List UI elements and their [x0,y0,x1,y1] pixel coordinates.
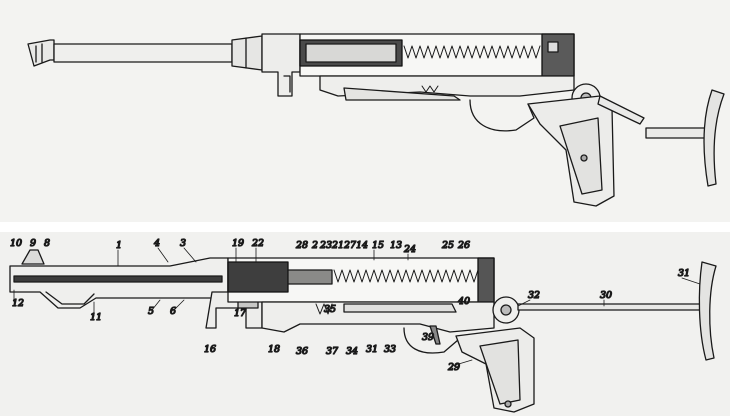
callout-24: 24 [403,244,416,255]
callout-3: 3 [180,238,186,249]
callout-8: 8 [44,238,50,249]
end-cap-latch [547,41,559,53]
front-sight [21,249,45,265]
stock-rod [517,303,705,311]
recoil-spring [333,269,479,283]
callout-35: 35 [324,304,336,315]
callout-34: 34 [346,346,358,357]
callout-28: 28 [295,240,308,251]
leader-lines [13,247,701,367]
callout-1: 1 [116,240,122,251]
callout-9: 9 [30,238,36,249]
callouts: 10 9 8 1 4 3 19 22 28 2 23 21 27 14 15 1… [9,237,690,373]
callout-16: 16 [204,344,216,355]
callout-4: 4 [153,238,160,249]
callout-29: 29 [447,362,460,373]
callout-6: 6 [170,306,176,317]
grip-screw [580,154,588,162]
callout-26: 26 [457,240,470,251]
barrel-collar [231,35,263,71]
callout-31-stock: 31 [678,268,690,279]
callout-19: 19 [232,238,244,249]
callout-25: 25 [441,240,454,251]
top-illustration-plate [0,0,730,222]
stock-arm-rear [645,127,707,139]
firing-pin [287,269,333,285]
trigger-linkage [343,303,457,313]
stock-arm [597,95,645,125]
grip-screw [504,400,512,408]
barrel-rest [45,291,95,305]
callout-14: 14 [356,240,368,251]
callout-15: 15 [372,240,384,251]
stock-hinge-pin [500,304,512,316]
callout-21: 21 [331,240,344,251]
butt-plate [703,89,725,187]
callout-11: 11 [90,312,102,323]
plate-separator [0,222,730,232]
submachine-gun-full-section-drawing: 10 9 8 1 4 3 19 22 28 2 23 21 27 14 15 1… [9,237,717,413]
callout-37: 37 [326,346,339,357]
trigger-spring [421,85,439,93]
grip-panel [479,339,521,405]
submachine-gun-partial-section-drawing [27,33,725,207]
callout-31-lower: 31 [366,344,378,355]
barrel-jacket [9,257,229,309]
callout-23: 23 [319,240,332,251]
callout-27: 27 [343,240,357,251]
trigger-guard [469,99,535,132]
callout-30: 30 [600,290,612,301]
callout-33: 33 [384,344,396,355]
callout-17: 17 [234,308,247,319]
callout-2: 2 [311,240,318,251]
trigger-guard [403,327,459,354]
callout-13: 13 [390,240,402,251]
callout-12: 12 [12,298,24,309]
callout-32: 32 [528,290,540,301]
receiver-end-cap [541,33,575,77]
recoil-spring [403,45,541,59]
bottom-illustration-plate: 10 9 8 1 4 3 19 22 28 2 23 21 27 14 15 1… [0,232,730,416]
barrel-bore [13,275,223,283]
trigger [429,325,441,345]
receiver-end-cap [477,257,495,303]
housing-tab [283,75,291,93]
callout-22: 22 [251,238,264,249]
callout-18: 18 [268,344,280,355]
callout-39: 39 [422,332,434,343]
bolt-assembly [227,261,289,293]
muzzle-detail [35,43,43,63]
callout-10: 10 [10,238,22,249]
sear-spring [315,303,333,315]
barrel [53,43,233,63]
trigger-bar [343,87,461,101]
butt-plate [698,261,717,361]
bolt-window [305,43,397,63]
muzzle [27,39,55,67]
callout-36: 36 [296,346,308,357]
callout-40: 40 [457,296,470,307]
magazine-housing [261,33,301,97]
callout-5: 5 [148,306,154,317]
